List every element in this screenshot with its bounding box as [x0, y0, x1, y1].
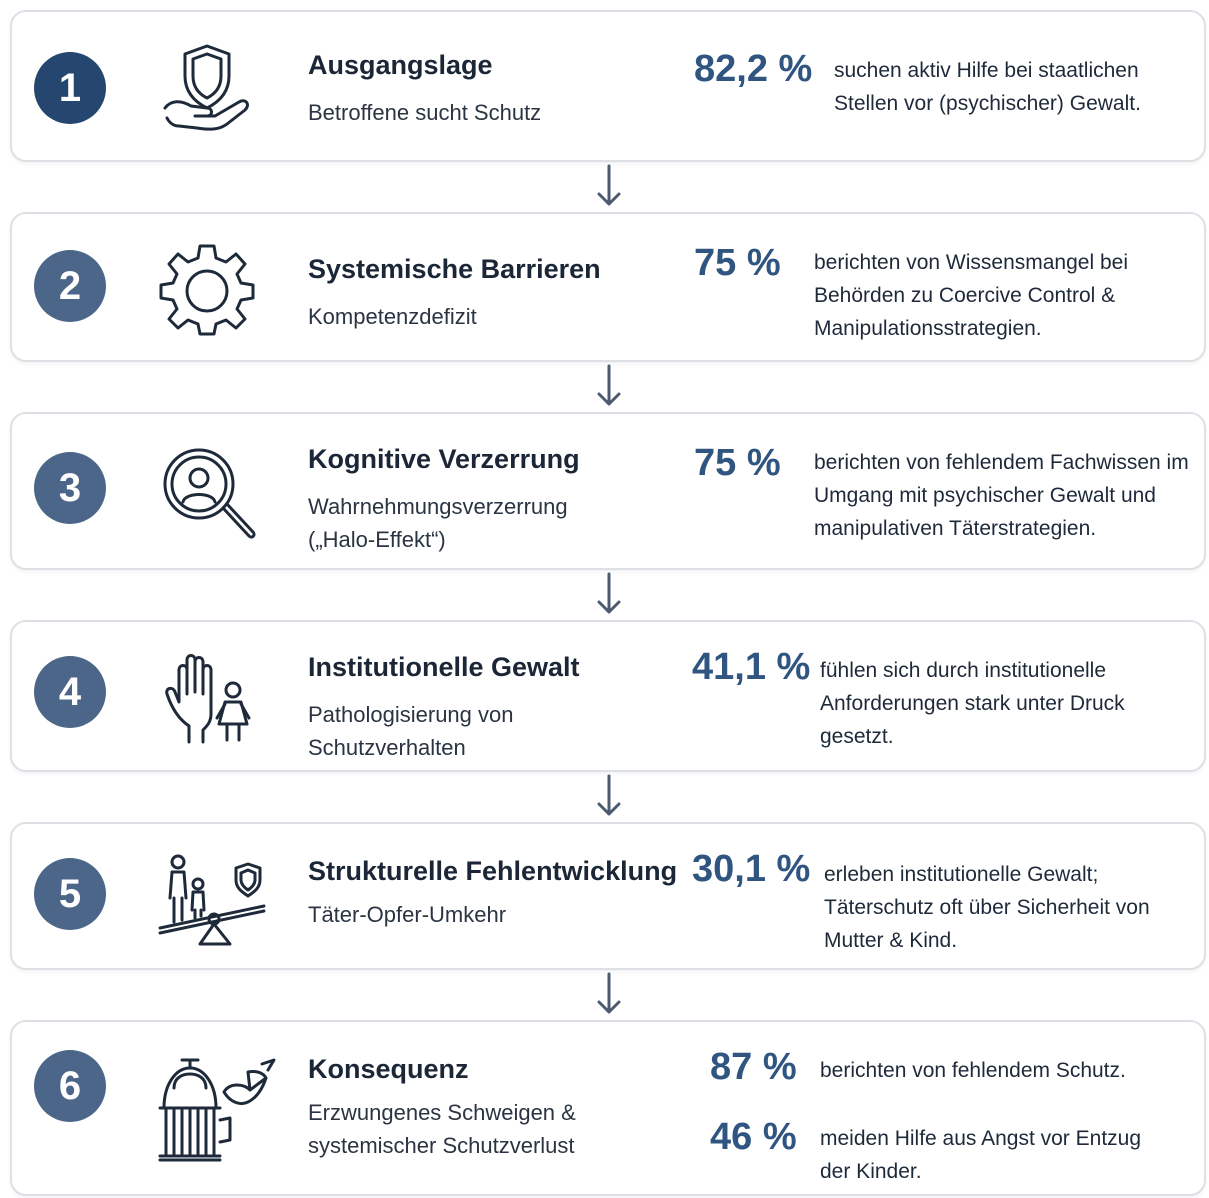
- step-card-3: 3 Kognitive Verzerrung Wahrnehmungsverze…: [10, 412, 1206, 570]
- step-subtitle: Erzwungenes Schweigen & systemischer Sch…: [308, 1100, 576, 1158]
- down-arrow-icon: [594, 164, 624, 208]
- hand-child-icon: [157, 648, 257, 748]
- step-title: Institutionelle Gewalt: [308, 652, 580, 682]
- step-title: Konsequenz: [308, 1054, 469, 1084]
- step-number-badge: 2: [34, 250, 106, 322]
- down-arrow-icon: [594, 572, 624, 616]
- step-subtitle: Wahrnehmungsverzerrung („Halo-Effekt“): [308, 494, 568, 552]
- down-arrow-icon: [594, 774, 624, 818]
- step-number-badge: 1: [34, 52, 106, 124]
- step-title: Systemische Barrieren: [308, 254, 601, 284]
- step-title: Strukturelle Fehlentwicklung: [308, 856, 678, 886]
- step-card-1: 1 Ausgangslage Betroffene sucht Schutz 8…: [10, 10, 1206, 162]
- step-card-5: 5 Strukturelle Fehlentwicklung Täter-Opf…: [10, 822, 1206, 970]
- stat-description: suchen aktiv Hilfe bei staatlichen Stell…: [834, 59, 1141, 115]
- stat-description: berichten von Wissensmangel bei Behörden…: [814, 251, 1128, 340]
- stat-description: meiden Hilfe aus Angst vor Entzug der Ki…: [820, 1127, 1142, 1183]
- stat-value: 75 %: [694, 242, 781, 284]
- stat-value: 87 %: [710, 1046, 797, 1088]
- stat-value: 46 %: [710, 1116, 797, 1158]
- step-card-4: 4 Institutionelle Gewalt Pathologisierun…: [10, 620, 1206, 772]
- stat-description: erleben institutionelle Gewalt; Tätersch…: [824, 863, 1150, 952]
- stat-description: fühlen sich durch institutionelle Anford…: [820, 659, 1125, 748]
- step-title: Ausgangslage: [308, 50, 493, 80]
- stat-value: 82,2 %: [694, 48, 813, 90]
- down-arrow-icon: [594, 972, 624, 1016]
- step-subtitle: Täter-Opfer-Umkehr: [308, 902, 507, 927]
- step-card-2: 2 Systemische Barrieren Kompetenzdefizit…: [10, 212, 1206, 362]
- stat-value: 75 %: [694, 442, 781, 484]
- stat-value: 30,1 %: [692, 848, 811, 890]
- magnifier-person-icon: [157, 442, 257, 542]
- stat-description: berichten von fehlendem Schutz.: [820, 1059, 1126, 1082]
- cage-bird-icon: [152, 1048, 282, 1164]
- stat-value: 41,1 %: [692, 646, 811, 688]
- seesaw-shield-icon: [152, 848, 272, 948]
- stat-description: berichten von fehlendem Fachwissen im Um…: [814, 451, 1189, 540]
- step-title: Kognitive Verzerrung: [308, 444, 580, 474]
- step-number-badge: 4: [34, 656, 106, 728]
- step-number-badge: 5: [34, 858, 106, 930]
- down-arrow-icon: [594, 364, 624, 408]
- step-subtitle: Betroffene sucht Schutz: [308, 100, 542, 125]
- step-number-badge: 3: [34, 452, 106, 524]
- step-subtitle: Pathologisierung von Schutzverhalten: [308, 702, 514, 760]
- hand-shield-icon: [157, 36, 257, 136]
- gear-icon: [157, 238, 257, 338]
- step-number-badge: 6: [34, 1050, 106, 1122]
- step-card-6: 6 Konsequenz Erzwungenes Schweigen & sys…: [10, 1020, 1206, 1196]
- step-subtitle: Kompetenzdefizit: [308, 304, 477, 329]
